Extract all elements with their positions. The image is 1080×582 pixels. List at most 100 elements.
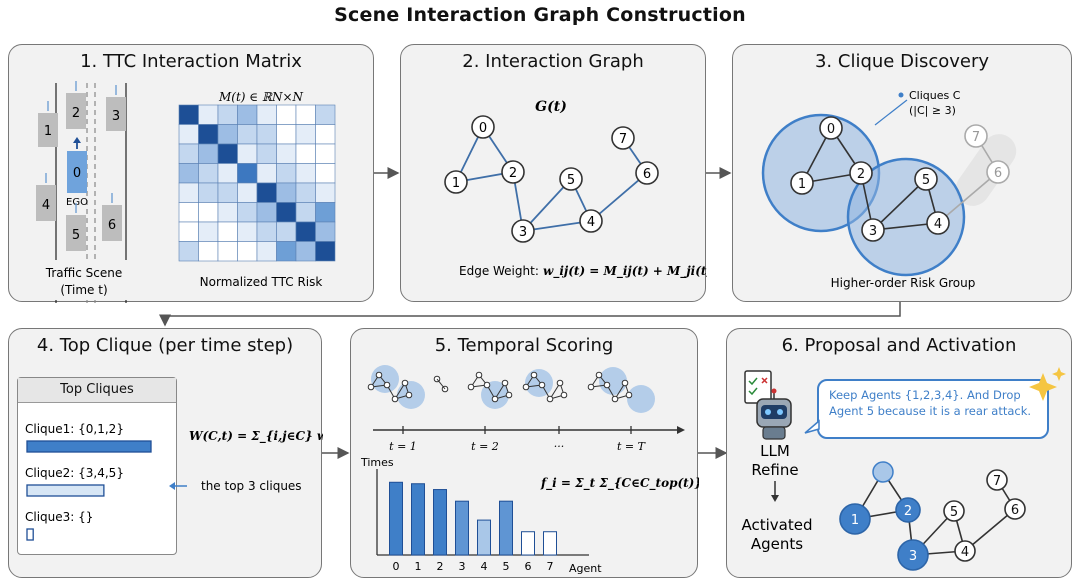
heatmap-cell (257, 183, 277, 203)
p3-caption: Higher-order Risk Group (831, 276, 976, 290)
graph-node-label: 2 (509, 166, 517, 181)
ttc-heatmap (179, 105, 335, 261)
heatmap-cell (316, 183, 336, 203)
clique-score-bar (27, 485, 104, 496)
scene-caption: Traffic Scene (45, 266, 122, 280)
heatmap-cell (179, 144, 199, 164)
panel-top-clique: 4. Top Clique (per time step) Top Clique… (8, 328, 322, 578)
node-label: 1 (851, 513, 859, 528)
node-label: 6 (1011, 503, 1019, 518)
arrow-3-4 (165, 302, 900, 325)
heatmap-cell (179, 203, 199, 223)
mini-graph-node (539, 382, 545, 388)
heatmap-cell (238, 203, 258, 223)
heatmap-cell (277, 105, 297, 125)
heatmap-cell (316, 105, 336, 125)
heatmap-cell (277, 203, 297, 223)
heatmap-cell (257, 222, 277, 242)
graph-node-label: 7 (619, 132, 627, 147)
robot-icon (745, 371, 791, 439)
heatmap-cell (199, 183, 219, 203)
heatmap-cell (296, 203, 316, 223)
svg-text:2: 2 (72, 106, 80, 121)
heatmap-cell (277, 164, 297, 184)
mini-graph-node (402, 380, 408, 386)
scene-time: (Time t) (60, 283, 107, 297)
mini-graph-node (476, 372, 482, 378)
mini-graph-node (588, 384, 594, 390)
mini-graph-node (376, 372, 382, 378)
node-label: 7 (993, 474, 1001, 489)
car-6: 6 (102, 193, 122, 241)
traffic-scene: 1 2 3 0 EGO 4 5 (9, 45, 375, 303)
matrix-label: M(t) ∈ ℝN×N (218, 90, 304, 104)
llm-label: LLM (760, 442, 790, 460)
heatmap-cell (238, 222, 258, 242)
node-label: 2 (904, 504, 912, 519)
heatmap-cell (199, 144, 219, 164)
agent-tick-label: 2 (437, 560, 444, 573)
mini-graph-node (547, 396, 553, 402)
svg-text:4: 4 (42, 198, 50, 213)
clique-label: Clique3: {} (25, 510, 93, 524)
heatmap-cell (238, 105, 258, 125)
heatmap-cell (238, 183, 258, 203)
heatmap-cell (257, 105, 277, 125)
heatmap-cell (257, 125, 277, 145)
car-4: 4 (36, 173, 56, 221)
heatmap-cell (179, 183, 199, 203)
agent-tick-label: 3 (459, 560, 466, 573)
heatmap-cell (238, 125, 258, 145)
heatmap-cell (257, 164, 277, 184)
heatmap-cell (199, 125, 219, 145)
mini-graph-node (622, 380, 628, 386)
mini-graph-node (531, 372, 537, 378)
car-5: 5 (66, 203, 86, 251)
car-1: 1 (38, 101, 58, 147)
heatmap-cell (277, 144, 297, 164)
agent-tick-label: 4 (481, 560, 488, 573)
mini-graph-node (604, 382, 610, 388)
heatmap-cell (199, 203, 219, 223)
graph-node-label: 3 (519, 225, 527, 240)
edge-weight-label: Edge Weight: (459, 264, 539, 278)
clique-node-label: 6 (994, 166, 1002, 181)
cliques-label: Cliques C (909, 89, 961, 102)
clique-label: Clique2: {3,4,5} (25, 466, 124, 480)
mini-graph-node (368, 384, 374, 390)
heatmap-cell (296, 164, 316, 184)
mini-graph-node (392, 396, 398, 402)
svg-text:0: 0 (73, 166, 81, 181)
agent-bar (456, 501, 469, 555)
cliques-condition: (|C| ≥ 3) (909, 104, 956, 117)
heatmap-cell (277, 222, 297, 242)
mini-graph-node (596, 372, 602, 378)
agent-bar (478, 520, 491, 555)
clique-node-label: 4 (934, 217, 942, 232)
mini-graph-node (561, 392, 567, 398)
time-tick-label: t = 1 (389, 440, 417, 453)
graph-node-label: 6 (643, 167, 651, 182)
svg-text:1: 1 (44, 124, 52, 139)
heatmap-cell (316, 144, 336, 164)
mini-graph-node (506, 392, 512, 398)
agent-tick-label: 7 (547, 560, 554, 573)
heatmap-cell (218, 144, 238, 164)
heatmap-cell (218, 125, 238, 145)
clique-label: Clique1: {0,1,2} (25, 422, 124, 436)
heatmap-cell (316, 164, 336, 184)
mini-graph-node (557, 380, 563, 386)
heatmap-cell (238, 242, 258, 262)
panel-interaction-graph: 2. Interaction Graph G(t) 01234567 Edge … (400, 44, 706, 302)
clique-node-label: 7 (972, 130, 980, 145)
heatmap-cell (238, 164, 258, 184)
heatmap-cell (218, 183, 238, 203)
frequency-formula: f_i = Σ_t Σ_{C∈C_top(t)} 𝟙(i∈C) (540, 476, 699, 491)
clique-node-label: 3 (869, 224, 877, 239)
clique-score-formula: W(C,t) = Σ_{i,j∈C} w_ij(t) (189, 429, 323, 444)
agent-tick-label: 0 (393, 560, 400, 573)
heatmap-cell (316, 203, 336, 223)
graph-node-label: 0 (479, 121, 487, 136)
heatmap-cell (199, 164, 219, 184)
heatmap-cell (199, 105, 219, 125)
